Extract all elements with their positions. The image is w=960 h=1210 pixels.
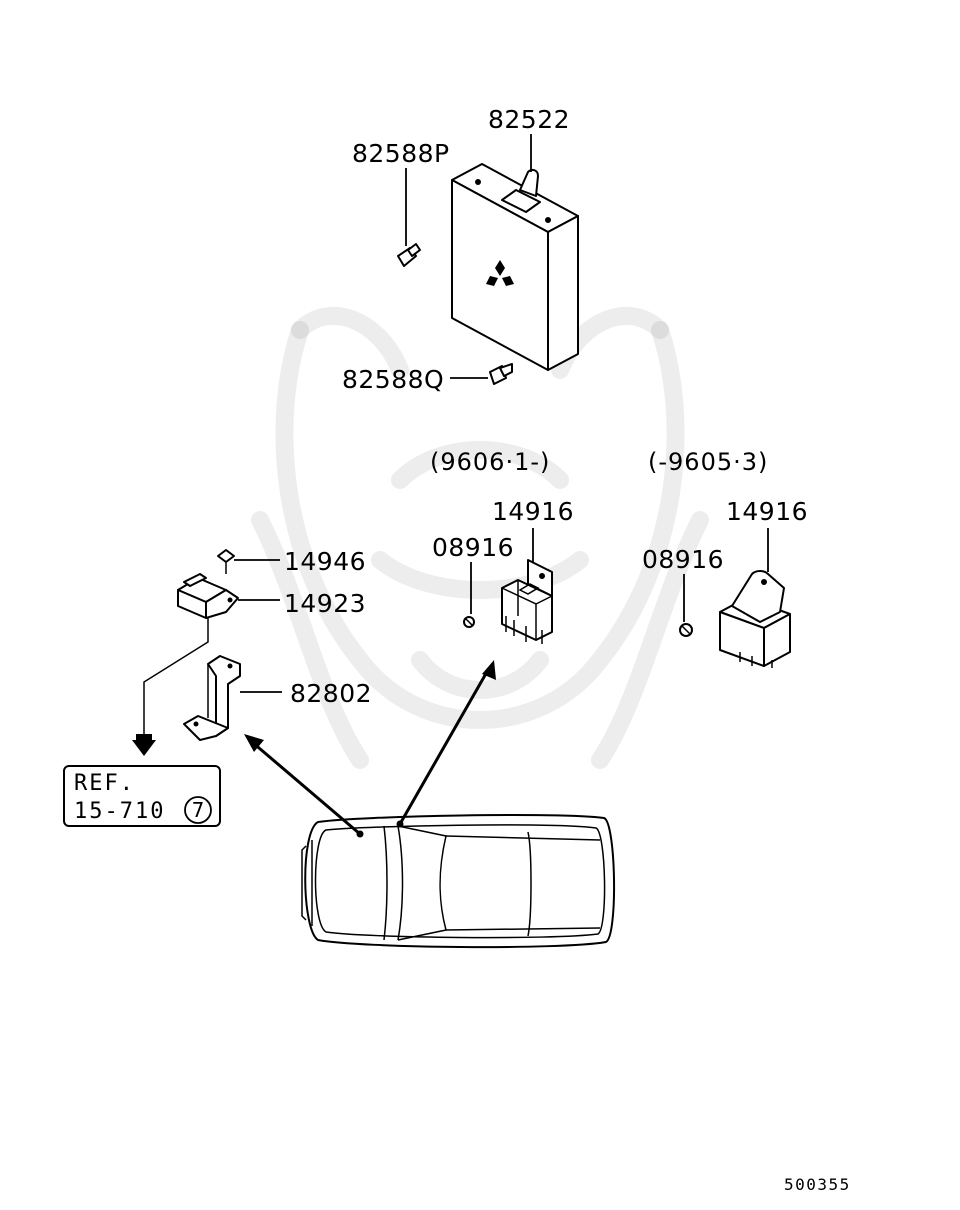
watermark-graphic <box>251 306 709 769</box>
bolt-lower-icon <box>489 363 513 385</box>
arrow-down-icon <box>132 734 156 756</box>
location-arrow-bracket <box>244 734 364 838</box>
diagram-code: 500355 <box>784 1175 851 1194</box>
callout-bracket: 82802 <box>290 679 372 708</box>
location-arrow-relay <box>396 660 496 828</box>
reference-box: REF. 15-710 7 <box>63 765 221 827</box>
screw-new-icon <box>463 616 475 628</box>
callout-bolt-upper: 82588P <box>352 139 450 168</box>
callout-bolt-lower: 82588Q <box>342 365 444 394</box>
sensor-screw-icon <box>217 549 235 574</box>
range-label-old: (-9605·3) <box>648 448 768 476</box>
brand-logo-icon <box>486 260 514 286</box>
relay-new <box>501 559 553 644</box>
vehicle-top-view <box>301 814 615 949</box>
callout-sensor-screw: 14946 <box>284 547 366 576</box>
range-label-new: (9606·1-) <box>430 448 550 476</box>
callout-screw-new: 08916 <box>432 533 514 562</box>
reference-line-2: 15-710 <box>74 799 165 824</box>
sensor-unit <box>177 573 239 630</box>
callout-relay-old: 14916 <box>726 497 808 526</box>
screw-old-icon <box>679 623 693 637</box>
callout-relay-new: 14916 <box>492 497 574 526</box>
ecu-unit <box>451 163 579 371</box>
callout-sensor: 14923 <box>284 589 366 618</box>
bracket-part <box>183 655 241 741</box>
reference-line-1: REF. <box>74 771 135 796</box>
callout-screw-old: 08916 <box>642 545 724 574</box>
bolt-upper-icon <box>397 243 421 267</box>
relay-old <box>719 570 791 668</box>
reference-circled-number: 7 <box>192 798 205 822</box>
callout-ecu: 82522 <box>488 105 570 134</box>
